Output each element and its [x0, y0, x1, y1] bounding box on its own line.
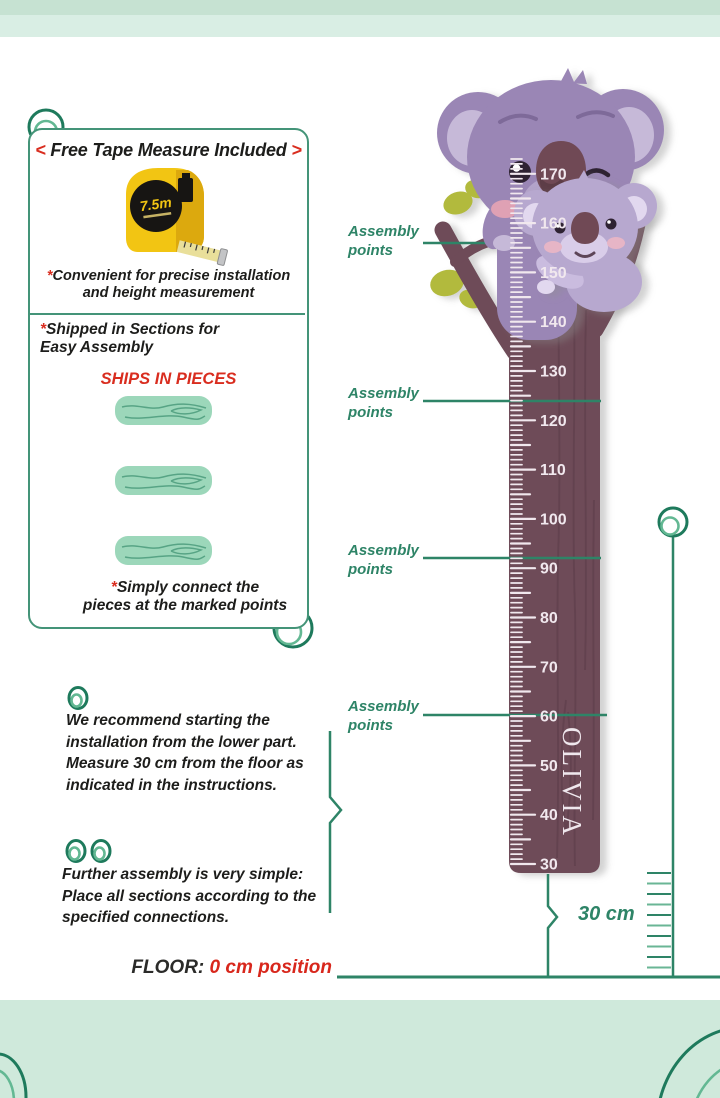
assembly-points-label-2: Assembly points [348, 385, 419, 421]
assembly-points-label-1: Assembly points [348, 223, 419, 259]
tape-note: *Convenient for precise installation and… [46, 268, 291, 301]
svg-text:150: 150 [540, 265, 567, 282]
bracket-right-icon: > [291, 140, 302, 160]
top-band-light [0, 15, 720, 37]
bracket-left-icon: < [35, 140, 46, 160]
svg-text:30: 30 [540, 857, 558, 874]
shipping-note: *Shipped in Sections for Easy Assembly [40, 321, 220, 356]
svg-text:90: 90 [540, 561, 558, 578]
right-measure-ornament [657, 506, 689, 538]
svg-text:170: 170 [540, 166, 567, 183]
svg-text:140: 140 [540, 314, 567, 331]
bottom-band [0, 1000, 720, 1098]
svg-text:60: 60 [540, 709, 558, 726]
tape-measure-illustration: 7.5m [126, 168, 228, 266]
svg-text:120: 120 [540, 413, 567, 430]
info-box: < Free Tape Measure Included > 7.5m [28, 128, 309, 629]
svg-text:160: 160 [540, 216, 567, 233]
asterisk-icon: * [40, 321, 47, 338]
instruction-step-1: We recommend starting the installation f… [66, 712, 304, 794]
svg-text:40: 40 [540, 807, 558, 824]
svg-text:130: 130 [540, 364, 567, 381]
asterisk-icon: * [46, 268, 53, 284]
top-band-dark [0, 0, 720, 15]
offset-30cm-label: 30 cm [578, 903, 635, 925]
box-divider [28, 313, 305, 315]
ruler-numbers: 170 160 150 140 130 120 110 100 90 80 70 60 50 40 30 [540, 166, 567, 873]
baby-eye-right [605, 218, 617, 230]
svg-text:110: 110 [540, 462, 566, 479]
floor-value: 0 cm position [209, 957, 332, 978]
svg-text:80: 80 [540, 610, 558, 627]
svg-text:100: 100 [540, 511, 567, 528]
asterisk-icon: * [110, 579, 117, 596]
tape-size-label: 7.5m [139, 194, 173, 214]
info-box-title: < Free Tape Measure Included > [30, 140, 307, 161]
offset-brace [546, 874, 559, 977]
svg-text:50: 50 [540, 758, 558, 775]
floor-word: FLOOR: [131, 957, 205, 978]
assembly-points-label-3: Assembly points [348, 542, 419, 578]
ruler-ticks [509, 158, 537, 866]
ruler-name-text: OLIVIA [557, 727, 587, 838]
connect-note: *Simply connect the pieces at the marked… [82, 579, 288, 614]
baby-nose [571, 212, 599, 244]
plank-pieces-illustration [115, 396, 212, 565]
instruction-step-2: Further assembly is very simple: Place a… [62, 866, 317, 926]
ships-in-pieces-heading: SHIPS IN PIECES [100, 370, 237, 388]
svg-text:70: 70 [540, 659, 558, 676]
title-text: Free Tape Measure Included [50, 140, 287, 160]
paragraph-ornaments [65, 686, 112, 863]
bottom-corner-arcs [0, 1029, 720, 1098]
floor-label: FLOOR: 0 cm position [131, 957, 332, 979]
assembly-points-label-4: Assembly points [348, 698, 419, 734]
measure-ticks [647, 872, 671, 969]
left-brace [328, 731, 343, 913]
koala-baby [514, 170, 657, 312]
